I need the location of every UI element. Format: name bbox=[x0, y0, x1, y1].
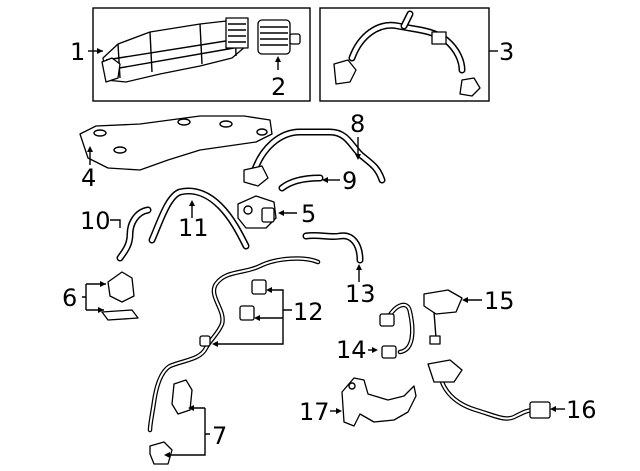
vent-hose[interactable] bbox=[243, 128, 386, 187]
callout-5: 5 bbox=[301, 200, 316, 228]
callout-10: 10 bbox=[80, 207, 111, 235]
vapor-hose-assembly[interactable] bbox=[333, 10, 481, 97]
callout-16: 16 bbox=[566, 396, 597, 424]
vacuum-line[interactable] bbox=[147, 256, 321, 433]
callout-14: 14 bbox=[336, 336, 367, 364]
loop-hose[interactable] bbox=[148, 187, 250, 250]
oxygen-sensor-upstream[interactable] bbox=[379, 302, 415, 359]
mounting-bracket[interactable] bbox=[101, 271, 139, 321]
callout-7: 7 bbox=[212, 422, 227, 450]
callout-1: 1 bbox=[70, 38, 85, 66]
short-hose[interactable] bbox=[278, 174, 324, 192]
callout-12: 12 bbox=[293, 298, 324, 326]
heat-shield[interactable] bbox=[79, 115, 273, 171]
callout-9: 9 bbox=[342, 167, 357, 195]
callout-13: 13 bbox=[345, 280, 376, 308]
callout-6: 6 bbox=[62, 284, 77, 312]
elbow-hose[interactable] bbox=[302, 231, 364, 264]
callout-4: 4 bbox=[81, 164, 96, 192]
oxygen-sensor-downstream[interactable] bbox=[427, 359, 551, 421]
bent-hose[interactable] bbox=[116, 206, 152, 262]
vacuum-switching-valve[interactable] bbox=[237, 195, 277, 229]
canister-filter[interactable] bbox=[257, 19, 301, 55]
callout-labels: 1 2 3 4 8 9 5 10 11 13 6 12 15 14 16 17 … bbox=[62, 38, 597, 450]
callout-2: 2 bbox=[271, 73, 286, 101]
callout-3: 3 bbox=[499, 38, 514, 66]
group-box-canister bbox=[92, 7, 311, 102]
support-bracket[interactable] bbox=[341, 377, 417, 427]
callout-17: 17 bbox=[299, 398, 330, 426]
callout-8: 8 bbox=[350, 110, 365, 138]
charcoal-canister[interactable] bbox=[101, 17, 249, 83]
group-box-hoses bbox=[319, 7, 490, 102]
callout-11: 11 bbox=[178, 214, 209, 242]
sensor-bracket[interactable] bbox=[423, 289, 463, 345]
arrowheads bbox=[87, 48, 556, 458]
hose-clamps[interactable] bbox=[149, 379, 193, 465]
callout-15: 15 bbox=[484, 287, 515, 315]
